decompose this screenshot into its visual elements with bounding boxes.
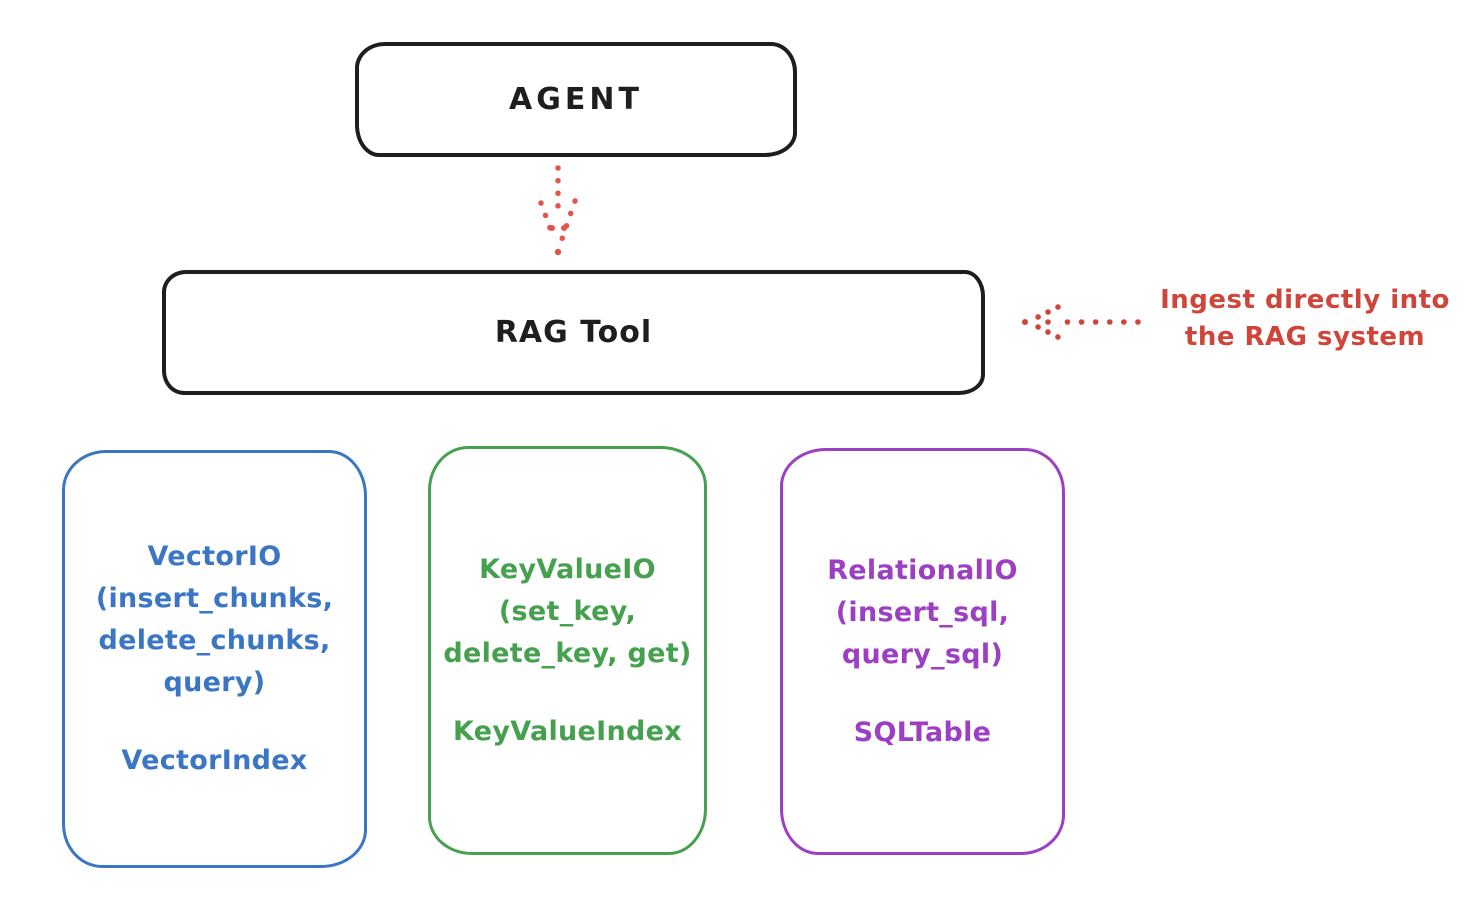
module-line: query_sql) [841,638,1004,670]
dotted-arrow-left-icon [1022,304,1141,340]
module-index-label: VectorIndex [121,745,308,776]
module-signature: VectorIO (insert_chunks, delete_chunks, … [96,536,333,704]
dotted-arrow-down-icon [538,165,578,256]
module-box-vector-io: VectorIO (insert_chunks, delete_chunks, … [62,450,367,868]
annotation-line-1: Ingest directly into [1160,285,1450,315]
module-signature: KeyValueIO (set_key, delete_key, get) [443,549,691,675]
annotation-line-2: the RAG system [1184,322,1426,352]
rag-tool-box: RAG Tool [162,270,985,395]
module-line: delete_key, get) [443,637,692,669]
module-signature: RelationalIO (insert_sql, query_sql) [827,550,1018,676]
agent-label: AGENT [509,82,643,117]
module-line: VectorIO [147,541,282,572]
module-line: (insert_sql, [835,596,1010,628]
module-box-keyvalue-io: KeyValueIO (set_key, delete_key, get) Ke… [428,446,707,855]
module-line: (insert_chunks, [95,583,334,614]
module-line: KeyValueIO [479,553,656,585]
module-box-relational-io: RelationalIO (insert_sql, query_sql) SQL… [780,448,1065,855]
module-index-label: KeyValueIndex [452,715,682,747]
module-line: RelationalIO [827,554,1018,586]
rag-tool-label: RAG Tool [494,315,653,350]
annotation-text: Ingest directly into the RAG system [1138,282,1472,356]
module-index-label: SQLTable [853,716,992,748]
module-line: (set_key, [498,595,637,627]
module-line: query) [163,667,266,698]
module-line: delete_chunks, [98,625,331,656]
agent-box: AGENT [355,42,797,157]
